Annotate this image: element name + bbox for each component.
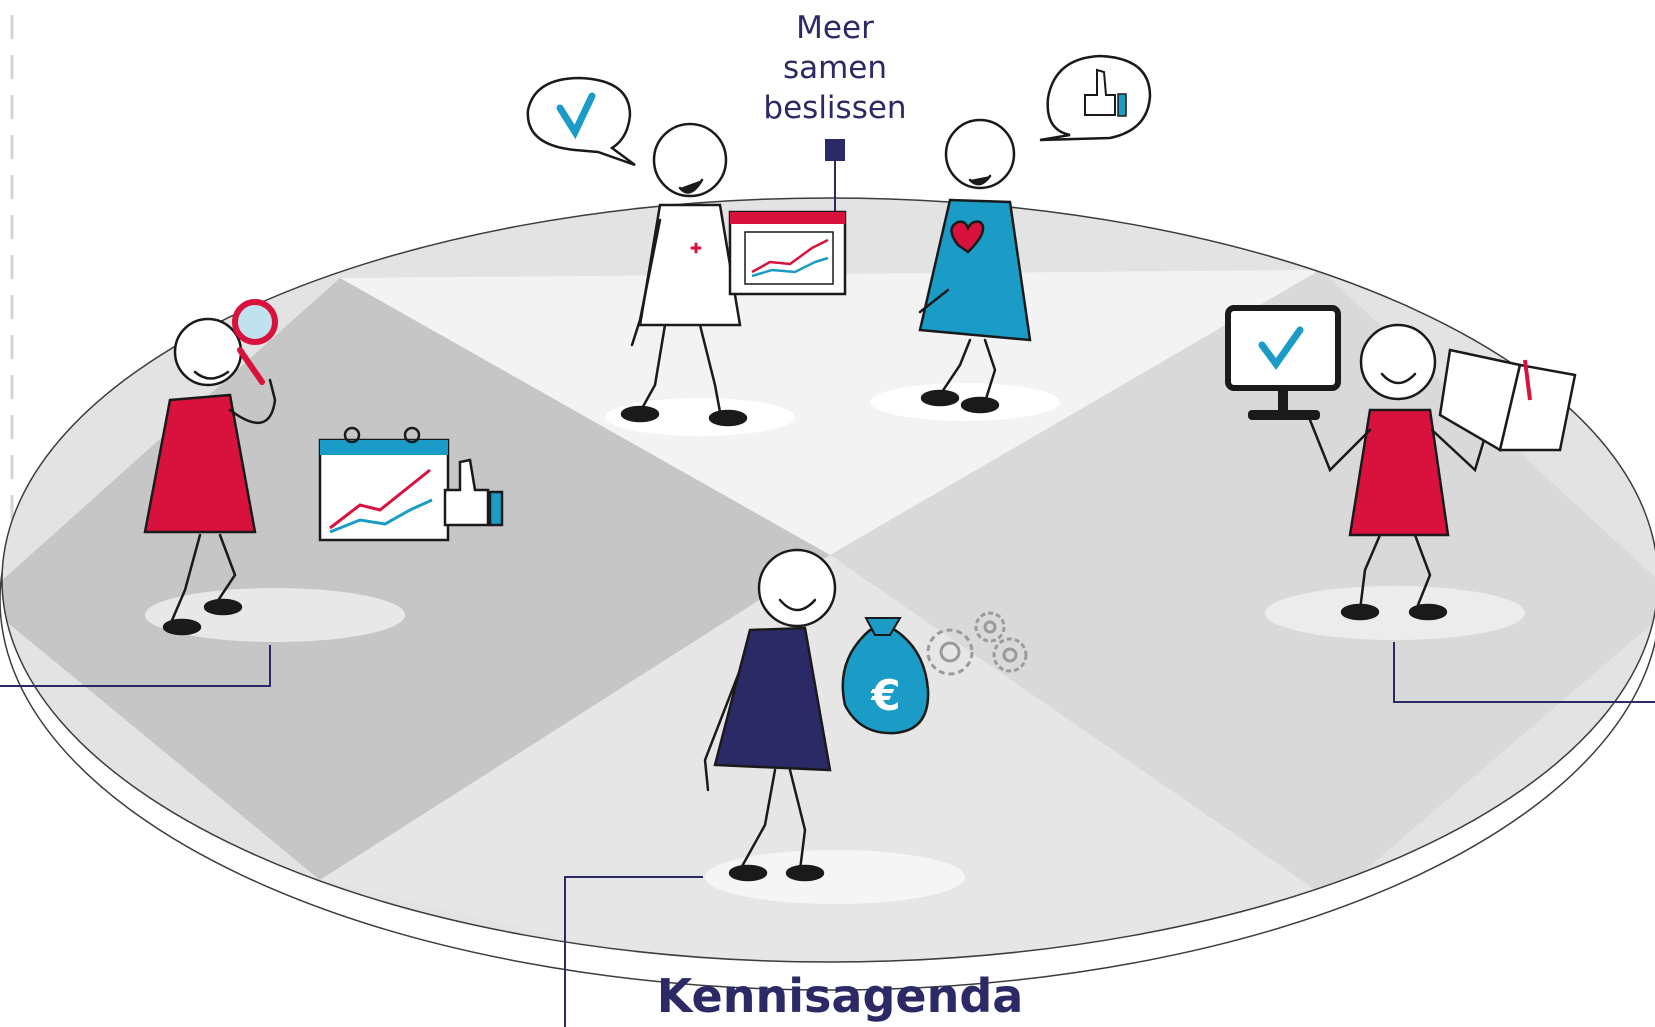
quadrant-top: [340, 270, 1320, 555]
label-line-2: samen: [782, 50, 888, 86]
euro-icon: €: [870, 671, 900, 720]
speech-bubble-thumbs-right: [1039, 54, 1152, 142]
gears-icon: [926, 611, 1028, 676]
calendar-chart-icon: [318, 426, 450, 542]
label-meer-samen-beslissen: Meer samen beslissen: [735, 8, 935, 128]
chart-board-icon: [728, 210, 847, 296]
figure-top-doctor: [620, 122, 748, 427]
connector-right: [1393, 642, 1655, 703]
shadow-bottom: [705, 850, 965, 904]
shadow-top-left: [605, 398, 795, 436]
monitor-check-icon: [1225, 305, 1341, 420]
figure-top-patient: [918, 118, 1032, 414]
figure-bottom-funder: [703, 548, 837, 882]
money-bag-icon: €: [841, 617, 930, 735]
open-book-icon: [1438, 348, 1577, 452]
label-line-1: Meer: [796, 10, 874, 46]
figure-right-reader: [1308, 323, 1492, 621]
check-icon: [556, 92, 596, 140]
thumbs-up-icon: [1084, 68, 1116, 116]
label-kennisagenda: Kennisagenda: [656, 969, 1024, 1023]
connector-top-marker: [825, 139, 845, 161]
quadrant-bottom: [320, 555, 1330, 962]
speech-bubble-check-left: [526, 76, 636, 167]
connector-left: [0, 645, 271, 687]
connector-bottom: [564, 876, 703, 1027]
label-line-3: beslissen: [763, 90, 907, 126]
figure-left-researcher: [143, 299, 278, 636]
disc-outline: [1, 197, 1655, 963]
thumbs-up-icon: [443, 458, 504, 527]
heart-icon: [950, 220, 985, 254]
shadow-right: [1265, 586, 1525, 640]
magnifier-icon: [232, 299, 278, 345]
